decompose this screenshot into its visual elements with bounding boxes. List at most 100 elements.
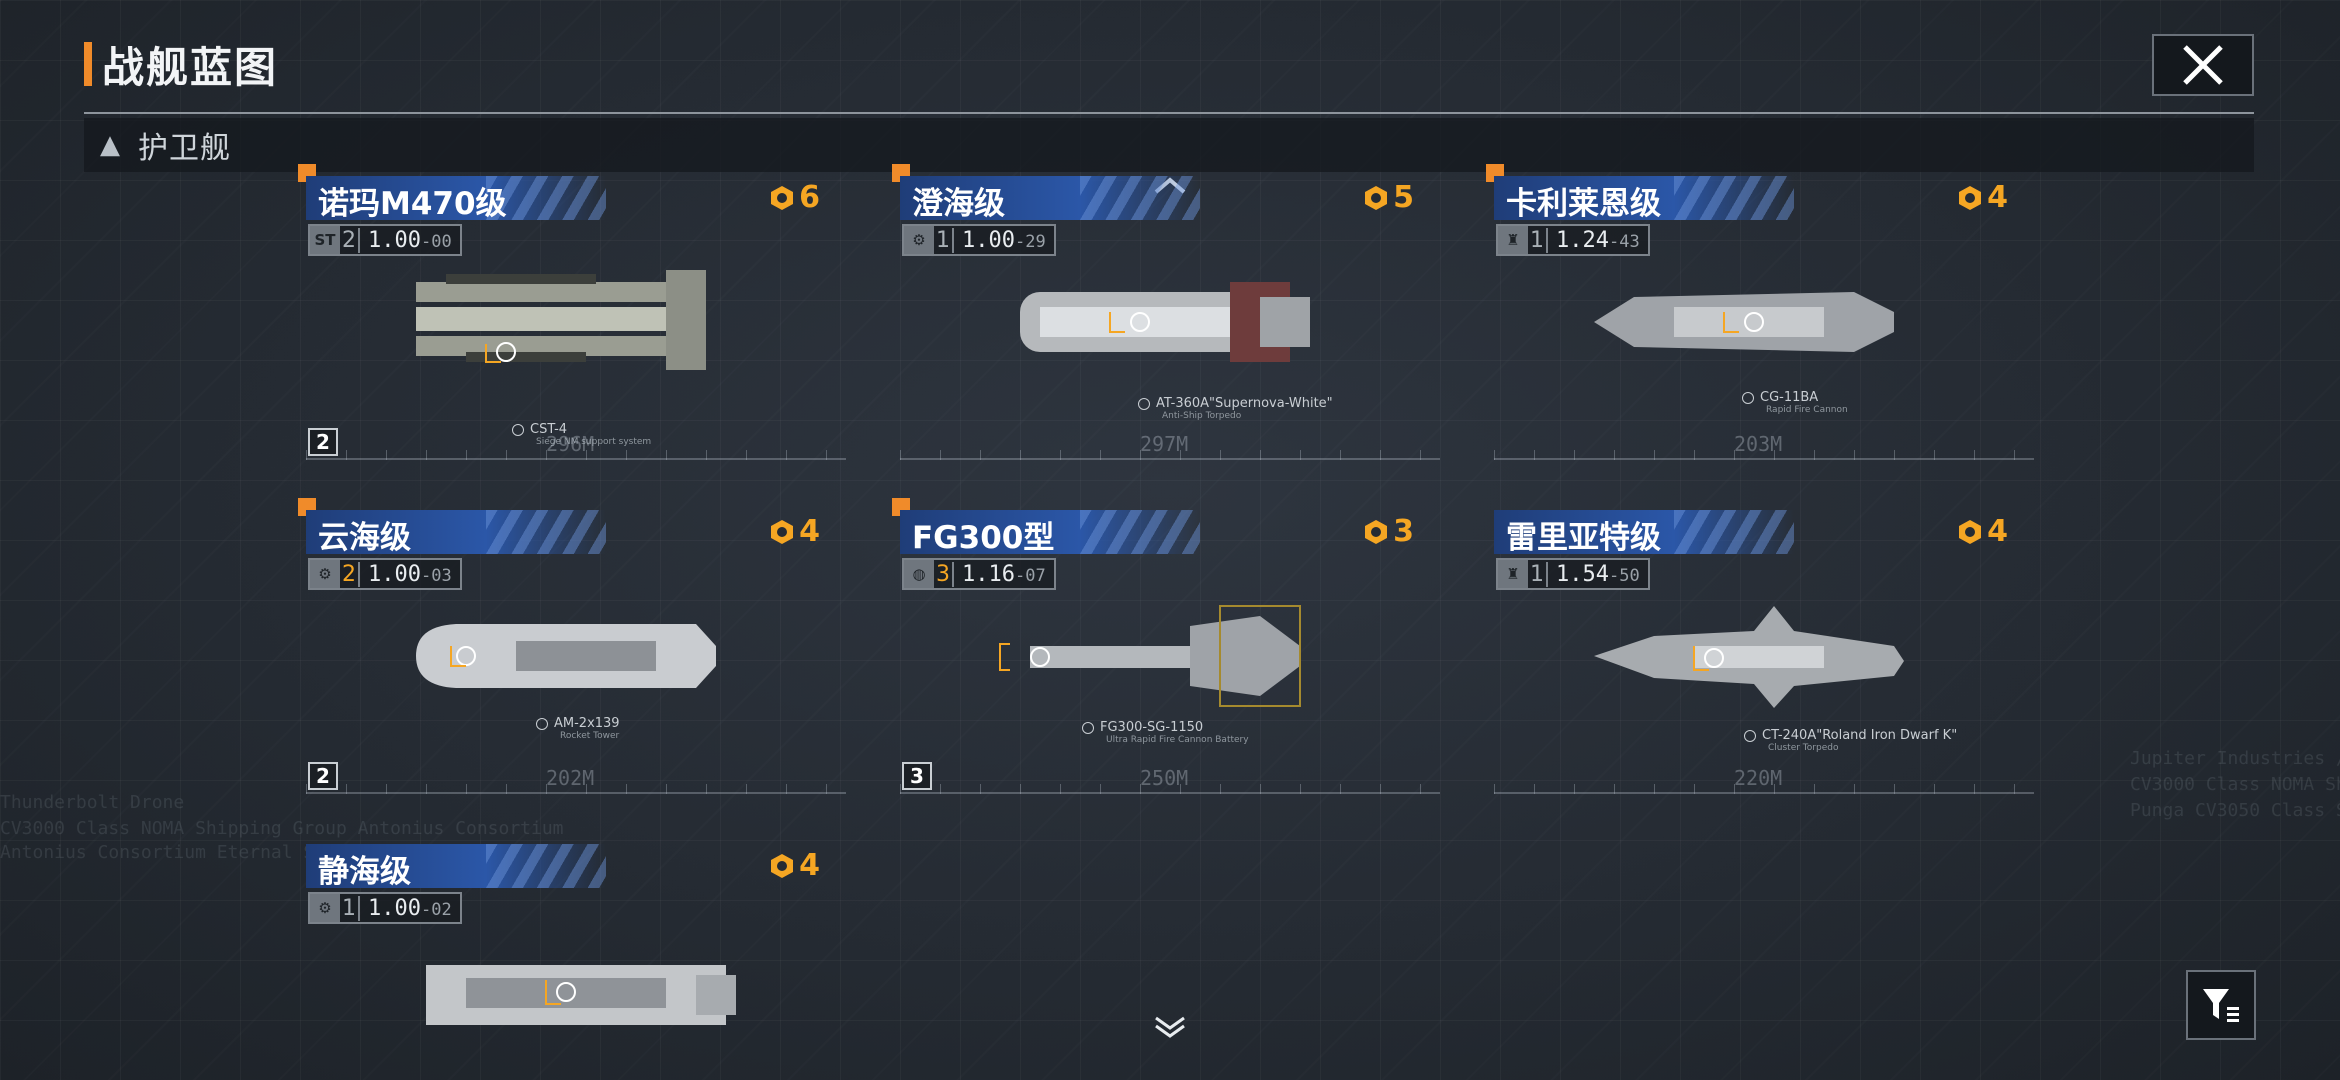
- stat-level: 1: [1528, 561, 1548, 587]
- resource-hex-icon: [771, 853, 794, 878]
- bg-decor-text: Jupiter Industries / Noma: [2130, 748, 2340, 769]
- ship-stat: ⚙ 1 1.00-29: [902, 224, 1056, 256]
- stat-level: 2: [340, 227, 360, 253]
- stat-icon: ⚙: [310, 560, 340, 588]
- stat-icon: ♜: [1498, 560, 1528, 588]
- stat-level: 1: [934, 227, 954, 253]
- ship-length: 250M: [1140, 766, 1189, 790]
- scale-ticks: [1494, 450, 2034, 460]
- ship-blueprint-image: [1594, 292, 1894, 352]
- ship-name: 澄海级: [912, 186, 1005, 222]
- ship-name: 静海级: [318, 854, 411, 890]
- cost-badge: 4: [1957, 180, 2008, 215]
- scale-ticks: [306, 784, 846, 794]
- ship-count-badge: 2: [308, 428, 338, 456]
- cost-value: 4: [799, 514, 820, 549]
- stat-value: 1.00-02: [368, 895, 452, 921]
- ship-name: 云海级: [318, 520, 411, 556]
- name-band: [900, 510, 1200, 554]
- ship-card[interactable]: 静海级 4 ⚙ 1 1.00-02: [306, 840, 846, 1080]
- ship-blueprint-image: [1020, 282, 1310, 362]
- stat-value: 1.00-00: [368, 227, 452, 253]
- ship-name: 卡利莱恩级: [1506, 186, 1661, 222]
- resource-hex-icon: [1959, 519, 1982, 544]
- scale-baseline: [306, 792, 846, 794]
- cost-badge: 3: [1363, 514, 1414, 549]
- stat-value: 1.54-50: [1556, 561, 1640, 587]
- stat-icon: ⚙: [904, 226, 934, 254]
- stat-level: 1: [1528, 227, 1548, 253]
- ship-name: 诺玛M470级: [318, 186, 507, 222]
- ship-length: 203M: [1734, 432, 1783, 456]
- ship-blueprint-image: [1594, 606, 1904, 708]
- triangle-up-icon: ▲: [100, 130, 120, 160]
- ship-stat: ♜ 1 1.54-50: [1496, 558, 1650, 590]
- close-button[interactable]: [2152, 34, 2254, 96]
- category-label: 护卫舰: [138, 131, 231, 166]
- page-header: 战舰蓝图: [84, 38, 278, 92]
- name-band: [306, 176, 606, 220]
- resource-hex-icon: [771, 519, 794, 544]
- ship-stat: ST 2 1.00-00: [308, 224, 462, 256]
- stat-value: 1.16-07: [962, 561, 1046, 587]
- ship-blueprint-image: [416, 624, 716, 688]
- scale-baseline: [900, 792, 1440, 794]
- title-accent-bar: [84, 42, 92, 86]
- bg-decor-text: Punga CV3050 Class STS: [2130, 800, 2340, 821]
- stat-icon: ⚙: [310, 894, 340, 922]
- scale-baseline: [1494, 792, 2034, 794]
- ship-blueprint-image: [999, 605, 1301, 707]
- scale-ticks: [900, 784, 1440, 794]
- ship-length: 220M: [1734, 766, 1783, 790]
- resource-hex-icon: [1959, 185, 1982, 210]
- ship-name: 雷里亚特级: [1506, 520, 1661, 556]
- filter-button[interactable]: [2186, 970, 2256, 1040]
- scale-ticks: [900, 450, 1440, 460]
- stat-value: 1.00-03: [368, 561, 452, 587]
- cost-badge: 4: [1957, 514, 2008, 549]
- category-bar[interactable]: ▲ 护卫舰: [84, 118, 2254, 172]
- stat-level: 2: [340, 561, 360, 587]
- weapon-callout: CT-240A"Roland Iron Dwarf K"Cluster Torp…: [1744, 728, 1957, 753]
- ship-card[interactable]: 雷里亚特级 4 ♜ 1 1.54-50 CT-240A"Roland Iron …: [1494, 506, 2034, 816]
- stat-icon: ◍: [904, 560, 934, 588]
- bg-decor-text: CV3000 Class NOMA Shipping Group Antoniu…: [0, 818, 564, 839]
- ship-length: 296M: [546, 432, 595, 456]
- resource-hex-icon: [771, 185, 794, 210]
- close-icon: [2183, 45, 2223, 85]
- ship-blueprint-image: [426, 965, 736, 1025]
- ship-stat: ♜ 1 1.24-43: [1496, 224, 1650, 256]
- stat-level: 3: [934, 561, 954, 587]
- cost-badge: 5: [1363, 180, 1414, 215]
- scale-baseline: [1494, 458, 2034, 460]
- ship-card[interactable]: 澄海级 5 ⚙ 1 1.00-29 AT-360A"Supernova-Whit…: [892, 164, 1440, 482]
- cost-value: 4: [1987, 514, 2008, 549]
- ship-stat: ⚙ 2 1.00-03: [308, 558, 462, 590]
- stat-level: 1: [340, 895, 360, 921]
- weapon-callout: AT-360A"Supernova-White"Anti-Ship Torped…: [1138, 396, 1333, 421]
- scale-ticks: [306, 450, 846, 460]
- cost-value: 3: [1393, 514, 1414, 549]
- cost-value: 5: [1393, 180, 1414, 215]
- ship-length: 202M: [546, 766, 595, 790]
- name-band: [306, 844, 606, 888]
- cost-value: 4: [1987, 180, 2008, 215]
- cost-badge: 4: [769, 514, 820, 549]
- chevron-down-icon[interactable]: [1152, 1014, 1188, 1038]
- header-divider: [84, 112, 2254, 114]
- bg-decor-text: CV3000 Class NOMA Shipping: [2130, 774, 2340, 795]
- scale-baseline: [306, 458, 846, 460]
- name-band: [1494, 176, 1794, 220]
- ship-stat: ◍ 3 1.16-07: [902, 558, 1056, 590]
- cost-value: 4: [799, 848, 820, 883]
- stat-value: 1.00-29: [962, 227, 1046, 253]
- cost-value: 6: [799, 180, 820, 215]
